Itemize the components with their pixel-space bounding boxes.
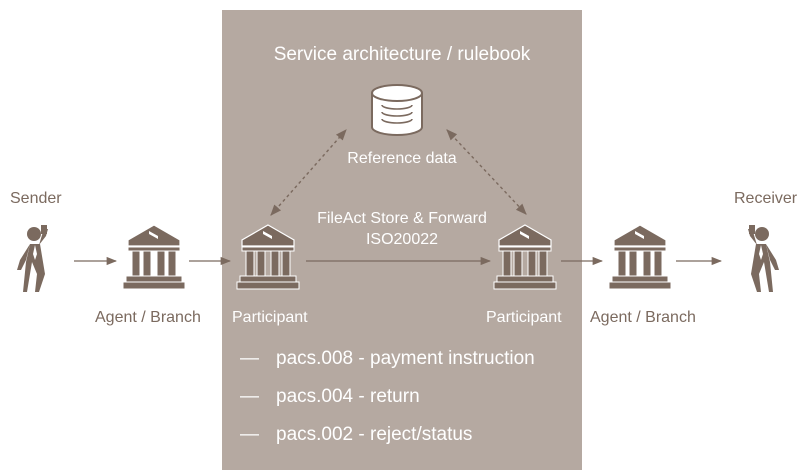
participant-left-label: Participant <box>232 309 308 326</box>
dash: — <box>240 386 259 407</box>
panel-title: Service architecture / rulebook <box>273 44 531 65</box>
message-text: pacs.004 - return <box>276 386 420 407</box>
agent-left-label: Agent / Branch <box>95 309 201 326</box>
channel-label: FileAct Store & Forward ISO20022 <box>302 208 502 250</box>
message-list: — pacs.008 - payment instruction — pacs.00… <box>240 347 535 461</box>
agent-bank-left-icon <box>122 224 186 290</box>
reference-data-label: Reference data <box>347 150 457 167</box>
channel-line-1: FileAct Store & Forward <box>317 210 487 227</box>
dashed-arrow-reference-left <box>270 129 347 216</box>
receiver-person-icon <box>748 225 779 292</box>
message-item: — pacs.002 - reject/status <box>240 423 535 461</box>
message-item: — pacs.004 - return <box>240 385 535 423</box>
message-text: pacs.008 - payment instruction <box>276 348 535 369</box>
sender-label: Sender <box>10 190 62 207</box>
receiver-label: Receiver <box>734 190 798 207</box>
participant-right-label: Participant <box>486 309 562 326</box>
message-text: pacs.002 - reject/status <box>276 424 473 445</box>
dash: — <box>240 348 259 369</box>
sender-person-icon <box>17 225 48 292</box>
dash: — <box>240 424 259 445</box>
agent-bank-right-icon <box>608 224 672 290</box>
participant-bank-left-icon <box>236 224 300 290</box>
agent-right-label: Agent / Branch <box>590 309 696 326</box>
database-icon <box>371 84 423 136</box>
channel-line-2: ISO20022 <box>365 231 439 248</box>
message-item: — pacs.008 - payment instruction <box>240 347 535 385</box>
participant-bank-right-icon <box>493 224 557 290</box>
dashed-arrow-reference-right <box>446 129 527 215</box>
